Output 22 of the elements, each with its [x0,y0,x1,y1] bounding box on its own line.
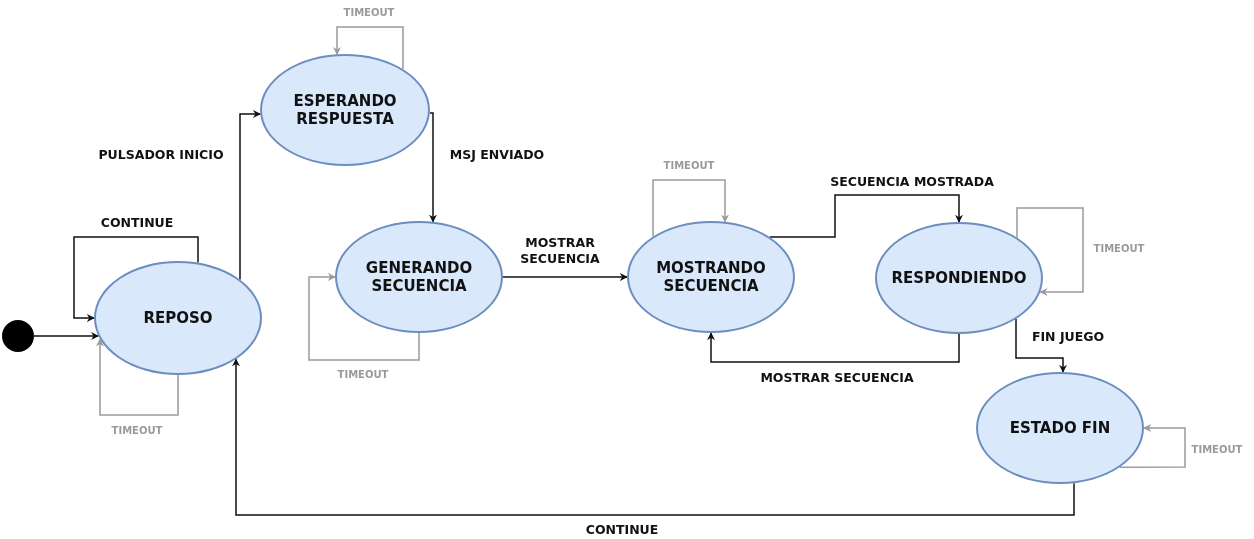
transition-arrow [429,112,437,223]
transition-arrow [502,273,628,281]
transition-arrow [652,179,729,238]
transition-arrow [73,236,199,322]
state-name: ESPERANDO RESPUESTA [292,92,398,128]
transition-arrow [1119,424,1186,468]
transition-arrow [308,273,420,361]
edge-label: FIN JUEGO [1031,329,1105,345]
transition-arrow [1016,207,1084,296]
state-name: ESTADO FIN [1009,419,1111,437]
transition-arrow [769,194,963,238]
transition-arrow [232,358,1075,516]
transition-arrow [1015,318,1067,373]
transition-arrow [707,332,960,363]
state-name: GENERANDO SECUENCIA [364,259,474,295]
state-name: RESPONDIENDO [891,269,1027,287]
initial-state-dot [2,320,34,352]
edge-label: MSJ ENVIADO [449,147,545,163]
state-name: REPOSO [143,309,213,327]
state-name: MOSTRANDO SECUENCIA [655,259,767,295]
transition-arrow [333,26,404,70]
transition-arrow [239,110,261,281]
